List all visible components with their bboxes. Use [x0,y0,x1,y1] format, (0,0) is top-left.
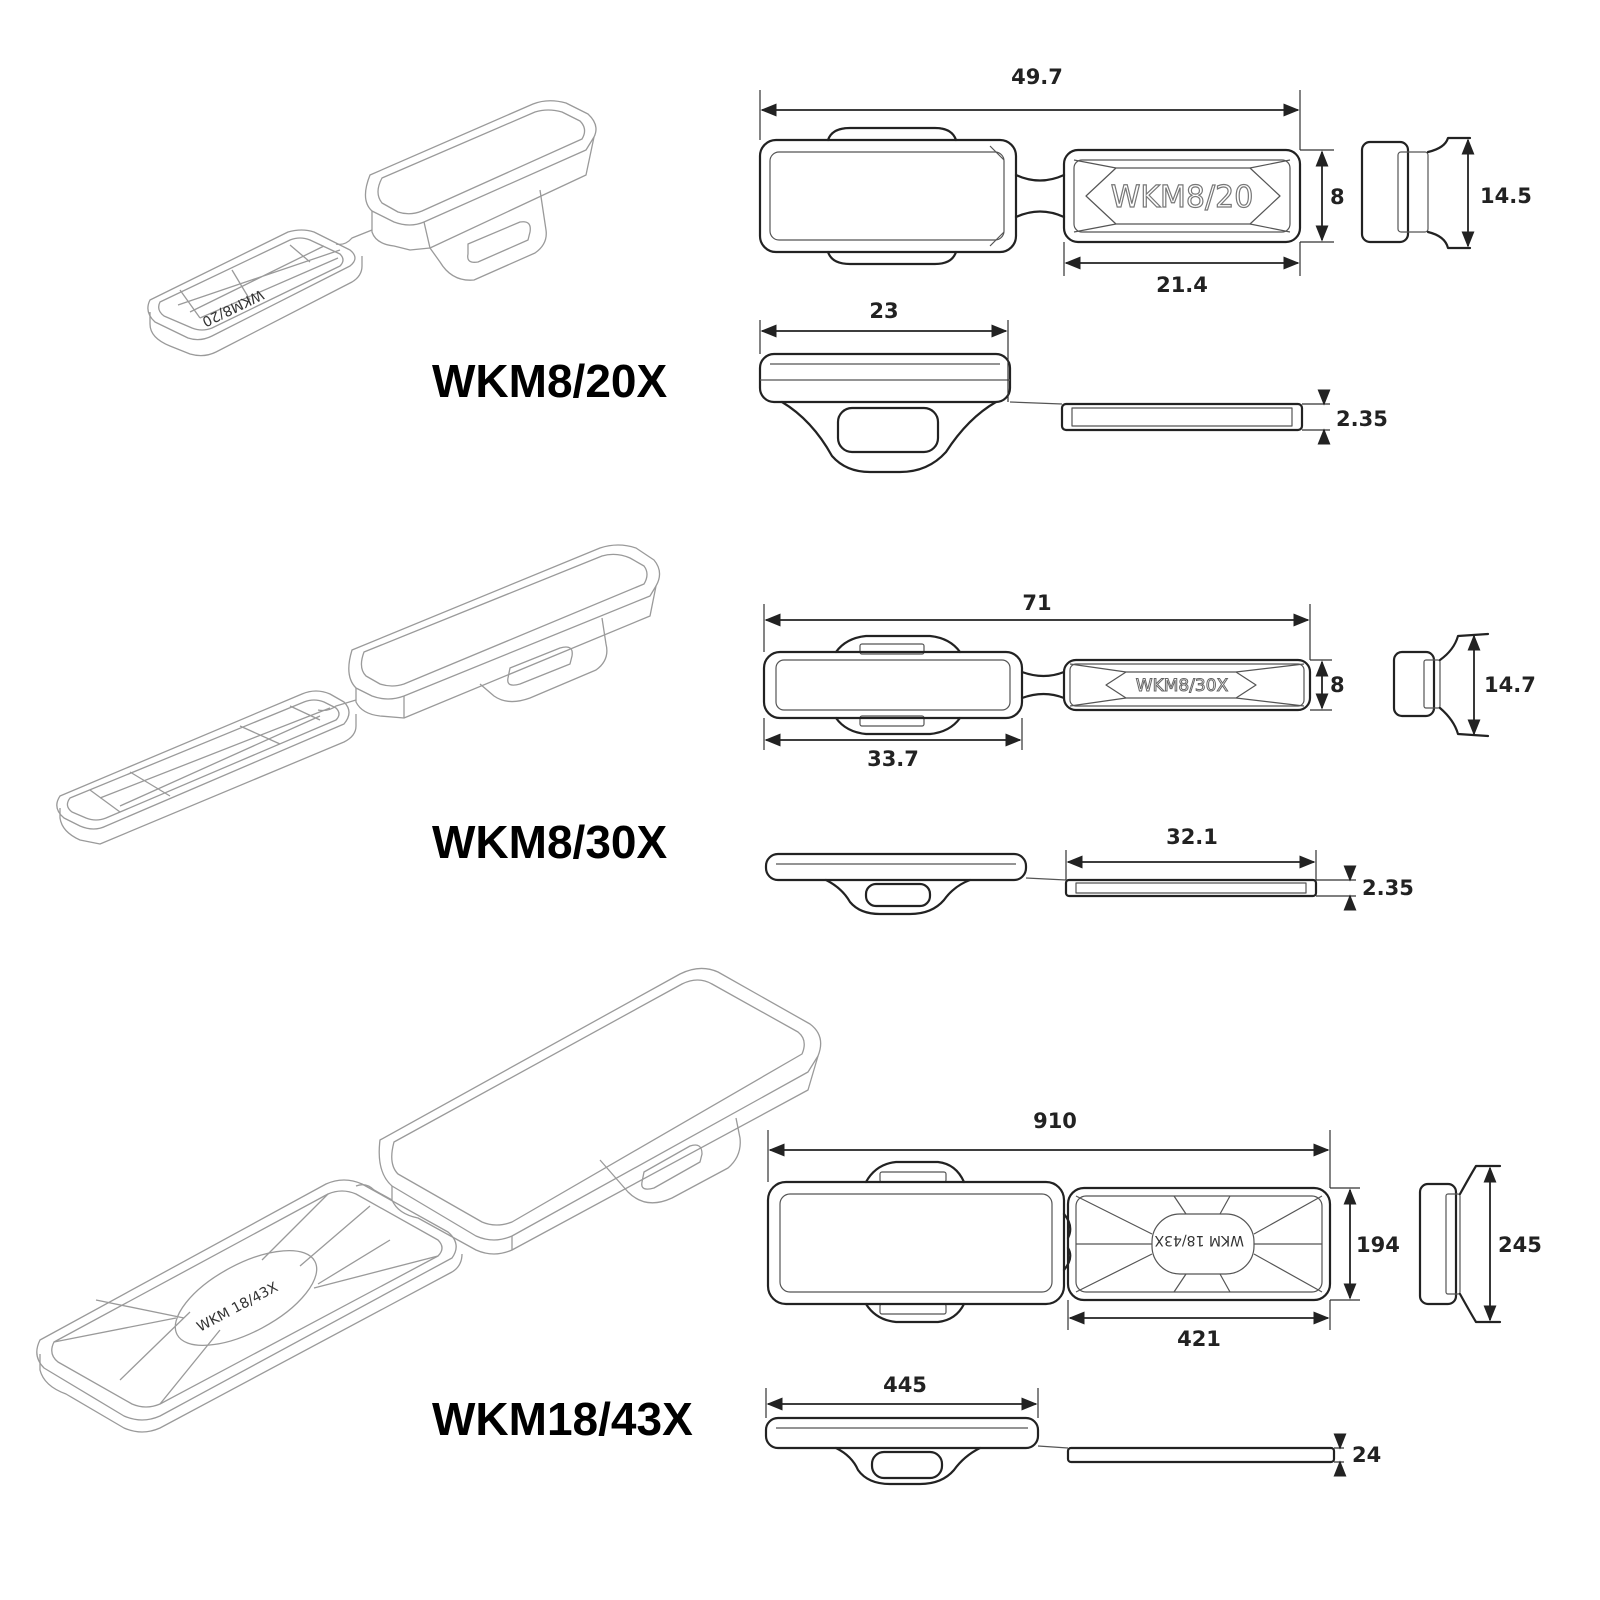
dim-body-length-wkm8-30x: 33.7 [867,747,919,771]
embossed-label-wkm8-20x: WKM8/20 [1111,180,1254,215]
dim-depth-wkm18-43x: 245 [1498,1233,1542,1257]
iso-embossed-label-wkm8-20x: WKM8/20 [199,286,266,330]
model-wkm8-20x: WKM8/20 WKM8/20X WKM8/20 49.7 8 21.4 [147,65,1532,474]
embossed-label-wkm18-43x: WKM 18/43X [1154,1232,1244,1248]
isometric-view-wkm18-43x: WKM 18/43X [36,967,822,1433]
embossed-label-wkm8-30x: WKM8/30X [1136,676,1229,696]
side-view-wkm18-43x: 245 [1418,1164,1542,1324]
dim-tab-height-wkm8-20x: 8 [1330,185,1345,209]
dim-depth-wkm8-20x: 14.5 [1480,184,1532,208]
dim-total-length-wkm8-30x: 71 [1022,591,1051,615]
dim-tab-thickness-wkm8-20x: 2.35 [1336,407,1388,431]
dim-tab-length-wkm18-43x: 421 [1177,1327,1221,1351]
side-view-wkm8-20x: 14.5 [1360,136,1532,250]
isometric-view-wkm8-20x: WKM8/20 [147,100,597,357]
isometric-view-wkm8-30x [56,544,661,845]
front-view-wkm8-20x: 23 2.35 [758,299,1388,474]
dim-tab-length-wkm8-30x: 32.1 [1166,825,1218,849]
dim-total-length-wkm8-20x: 49.7 [1011,65,1063,89]
dim-body-length-wkm18-43x: 445 [883,1373,927,1397]
front-view-wkm8-30x: 32.1 2.35 [764,825,1414,916]
dim-tab-height-wkm8-30x: 8 [1330,673,1345,697]
dim-tab-length-wkm8-20x: 21.4 [1156,273,1208,297]
dim-tab-thickness-wkm18-43x: 24 [1352,1443,1381,1467]
dim-tab-thickness-wkm8-30x: 2.35 [1362,876,1414,900]
top-view-wkm8-20x: WKM8/20 49.7 8 21.4 [758,65,1345,297]
model-label-wkm8-20x: WKM8/20X [432,355,667,407]
top-view-wkm8-30x: WKM8/30X 71 8 33.7 [762,591,1345,771]
front-view-wkm18-43x: 445 24 [764,1373,1381,1486]
model-label-wkm8-30x: WKM8/30X [432,816,667,868]
model-wkm18-43x: WKM 18/43X WKM18/43X WKM 18/43X 910 194 [36,967,1542,1486]
dim-tab-height-wkm18-43x: 194 [1356,1233,1400,1257]
model-label-wkm18-43x: WKM18/43X [432,1393,693,1445]
top-view-wkm18-43x: WKM 18/43X 910 194 421 [766,1109,1400,1351]
side-view-wkm8-30x: 14.7 [1392,632,1536,738]
dim-depth-wkm8-30x: 14.7 [1484,673,1536,697]
iso-embossed-label-wkm18-43x: WKM 18/43X [194,1279,281,1335]
model-wkm8-30x: WKM8/30X WKM8/30X 71 8 33.7 [56,544,1536,916]
dim-total-length-wkm18-43x: 910 [1033,1109,1077,1133]
dim-body-length-wkm8-20x: 23 [869,299,898,323]
